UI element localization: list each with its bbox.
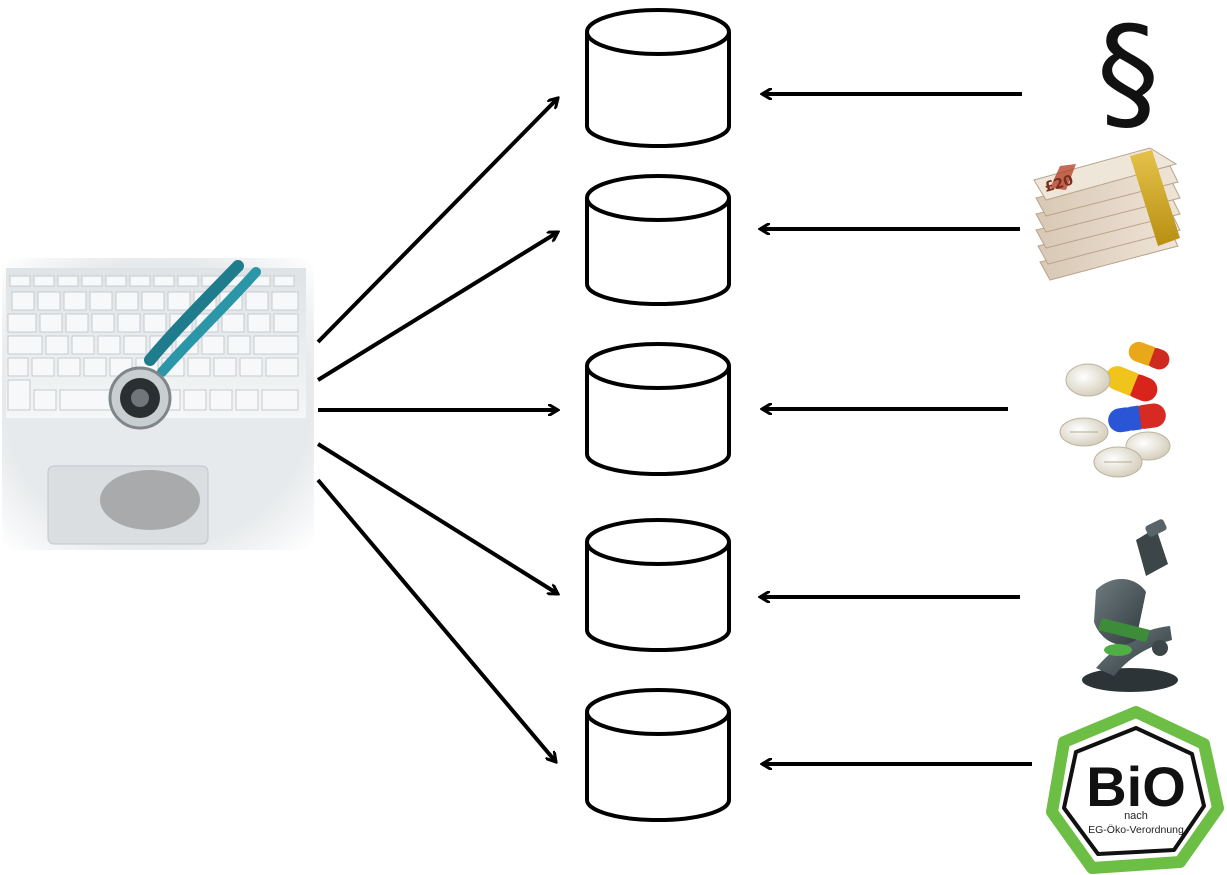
medicine-icon: [1059, 341, 1171, 478]
microscope-icon: [1082, 519, 1178, 692]
database-icon-5: [585, 688, 731, 822]
svg-text:£20: £20: [1043, 172, 1076, 196]
arrow-laptop-to-db-1: [316, 98, 558, 344]
source-to-db-arrows: [760, 94, 1032, 764]
database-stack: [585, 8, 731, 822]
bio-seal-icon: BiO: [1046, 706, 1224, 874]
arrow-laptop-to-db-2: [316, 230, 558, 382]
arrow-laptop-to-db-5: [316, 478, 556, 762]
arrow-laptop-to-db-4: [316, 442, 558, 596]
database-icon-1: [585, 8, 731, 148]
law-paragraph-icon: §: [1096, 0, 1160, 146]
bio-seal-subtext-2: EG-Öko-Verordnung: [1088, 824, 1184, 836]
database-icon-3: [585, 342, 731, 476]
bio-seal-subtext-1: nach: [1124, 810, 1148, 822]
laptop-stethoscope-icon: [2, 258, 314, 550]
bio-seal-text: BiO: [1086, 755, 1186, 818]
database-icon-4: [585, 518, 731, 652]
database-icon-2: [585, 174, 731, 306]
laptop-to-db-arrows: [316, 98, 558, 762]
money-icon: £20: [1033, 147, 1181, 281]
